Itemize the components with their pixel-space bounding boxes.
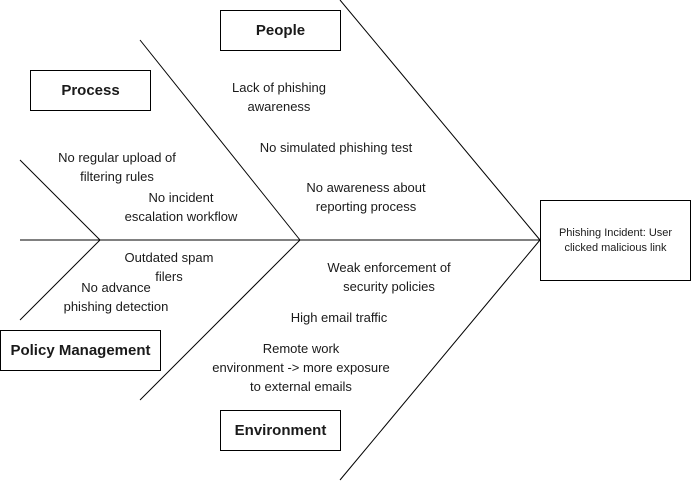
policy-management-category-box: Policy Management: [0, 330, 161, 371]
cause-no-awareness-reporting-process: No awareness about reporting process: [306, 180, 426, 214]
policy-management-category-label: Policy Management: [10, 342, 151, 359]
process-sub-bone-line: [19, 159, 101, 241]
people-bone-line: [339, 0, 541, 241]
process-category-box: Process: [30, 70, 151, 111]
cause-weak-enforcement-security-policies: Weak enforcement of security policies: [327, 260, 451, 294]
process-category-label: Process: [61, 82, 120, 99]
effect-label: Phishing Incident: User clicked maliciou…: [558, 226, 673, 254]
process-bone-line: [139, 39, 301, 241]
policy-bone-line: [139, 239, 301, 401]
cause-no-incident-escalation-workflow: No incident escalation workflow: [124, 190, 238, 224]
policy-sub-bone-line: [19, 239, 101, 321]
cause-no-advance-phishing-detection: No advance phishing detection: [63, 280, 169, 314]
cause-high-email-traffic: High email traffic: [290, 310, 388, 325]
people-category-box: People: [220, 10, 341, 51]
environment-category-box: Environment: [220, 410, 341, 451]
cause-no-regular-upload-filtering-rules: No regular upload of filtering rules: [58, 150, 176, 184]
cause-lack-of-phishing-awareness: Lack of phishing awareness: [232, 80, 326, 114]
environment-bone-line: [339, 239, 541, 481]
people-category-label: People: [255, 22, 306, 39]
cause-outdated-spam-filers: Outdated spam filers: [124, 250, 214, 284]
cause-no-simulated-phishing-test: No simulated phishing test: [259, 140, 413, 155]
cause-remote-work-environment: Remote work environment -> more exposure…: [212, 341, 390, 394]
environment-category-label: Environment: [234, 422, 327, 439]
effect-box: Phishing Incident: User clicked maliciou…: [540, 200, 691, 281]
